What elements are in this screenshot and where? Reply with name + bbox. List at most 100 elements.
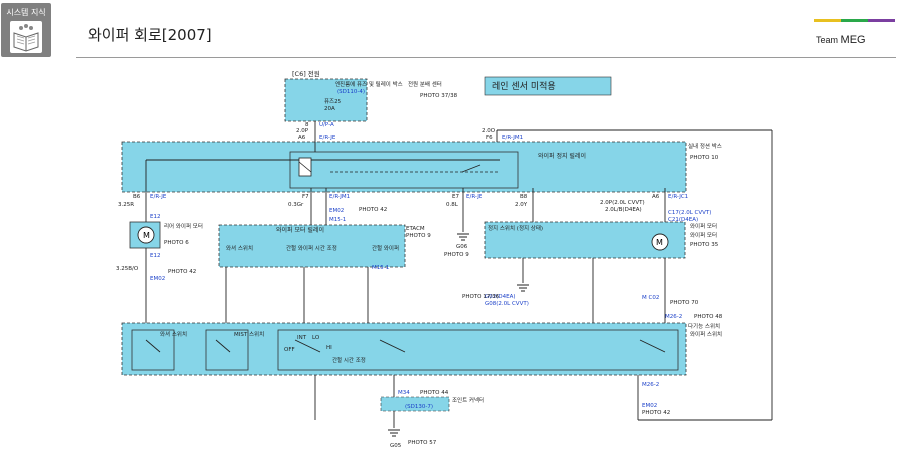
- conn-e12b: E12: [150, 253, 160, 259]
- wire-325r: 3.25R: [118, 202, 134, 208]
- joint-connector-label: 조인트 커넥터: [452, 396, 484, 404]
- page-title: 와이퍼 회로[2007]: [88, 26, 212, 44]
- wiring: [145, 121, 773, 428]
- accent-bar-green: [841, 19, 868, 22]
- ground-g02: G02(D4EA): [485, 294, 516, 300]
- etacm-col2: 간헐 와이퍼 시간 조정: [286, 244, 337, 252]
- conn-e12: E12: [150, 214, 160, 220]
- wire-03gr: 0.3Gr: [288, 202, 304, 208]
- conn-m02: M C02: [642, 295, 659, 301]
- rain-sensor-note-box: [484, 76, 612, 96]
- ground-g05-photo: PHOTO 57: [408, 440, 437, 446]
- pin-f7: F7: [302, 194, 309, 200]
- etacm-label: ETACM: [406, 226, 425, 232]
- front-stop-switch: 정지 스위치 (정지 상태): [488, 224, 543, 232]
- rear-motor-photo: PHOTO 6: [164, 240, 189, 246]
- conn-m26-photo: PHOTO 48: [694, 314, 723, 320]
- wire-e-r-je2: E/R-JE: [150, 194, 167, 200]
- conn-em02: EM02: [150, 276, 165, 282]
- logo-badge: 시스템 지식: [1, 3, 51, 57]
- etacm-box: [218, 224, 406, 268]
- term-a6: A6: [298, 135, 306, 141]
- conn-em02b-photo: PHOTO 42: [359, 207, 387, 213]
- svg-text:M: M: [656, 238, 663, 247]
- wiper-switch-inner: [277, 329, 679, 371]
- switch-lo: LO: [312, 335, 320, 341]
- pin-e7: E7: [452, 194, 459, 200]
- fuse-box-caption: [C6] 전원: [292, 69, 320, 78]
- front-motor-photo: PHOTO 35: [690, 242, 719, 248]
- conn-em02b: EM02: [329, 208, 344, 214]
- conn-em02c: EM02: [642, 403, 657, 409]
- relay-inner: [289, 151, 519, 189]
- fuse-ref: (SD110-4): [337, 89, 365, 95]
- relay-label: 와이퍼 정지 릴레이: [538, 152, 586, 160]
- front-motor-label: 와이퍼 모터: [690, 222, 717, 230]
- conn-em02-photo: PHOTO 42: [168, 269, 196, 275]
- pin-b8: B8: [520, 194, 528, 200]
- ground-g06-photo: PHOTO 9: [444, 252, 469, 258]
- etacm-title: 와이퍼 모터 릴레이: [276, 226, 324, 234]
- wire-u-p-a: U/P-A: [319, 122, 334, 128]
- conn-em02c-photo: PHOTO 42: [642, 410, 670, 416]
- pin-b6: B6: [133, 194, 141, 200]
- switch-hi: HI: [326, 345, 332, 351]
- junction-label: 실내 정션 박스: [688, 142, 722, 150]
- header-divider: [76, 57, 896, 58]
- ground-g06: G06: [456, 244, 468, 250]
- ground-g05: G05: [390, 443, 402, 449]
- conn-m34: M34: [398, 390, 410, 396]
- conn-m15-1: M15-1: [329, 217, 346, 223]
- team-name: MEG: [840, 34, 866, 46]
- team-label: Team MEG: [816, 34, 866, 46]
- washer-switch-label: 와셔 스위치: [160, 330, 187, 338]
- washer-switch-inner: [131, 329, 175, 371]
- rear-motor-icon: [137, 226, 155, 244]
- conn-m02-photo: PHOTO 70: [670, 300, 699, 306]
- fuse-amp: 20A: [324, 106, 335, 112]
- rear-motor-label: 리어 와이퍼 모터: [164, 222, 203, 230]
- conn-m26-2b: M26-2: [642, 382, 659, 388]
- wire-e-r-je: E/R-JE: [319, 135, 336, 141]
- pin-a6: A6: [652, 194, 660, 200]
- ground-g08: G08(2.0L CVVT): [485, 301, 529, 307]
- conn-m34-photo: PHOTO 44: [420, 390, 449, 396]
- fuse-sub: 전원 분배 센터: [408, 80, 442, 88]
- fuse-header: 엔진룸에 퓨즈 및 릴레이 박스: [335, 80, 403, 88]
- multifunction-switch-label: 다기능 스위치: [688, 322, 720, 330]
- wire-08l: 0.8L: [446, 202, 459, 208]
- switch-off: OFF: [284, 347, 295, 353]
- mist-switch-label: MIST 스위치: [234, 330, 264, 338]
- etacm-col1: 와셔 스위치: [226, 244, 253, 252]
- wire-20y: 2.0Y: [515, 202, 528, 208]
- rain-sensor-note: 레인 센서 미적용: [492, 80, 556, 92]
- joint-ref: (SD130-7): [405, 404, 433, 410]
- wire-325bo: 3.25B/O: [116, 266, 139, 272]
- front-motor-sub: 와이퍼 모터: [690, 231, 717, 239]
- conn-c17-cvvt: C17(2.0L CVVT): [668, 210, 711, 216]
- junction-photo: PHOTO 10: [690, 155, 719, 161]
- page-header: 시스템 지식 와이퍼 회로[2007] Team MEG: [0, 0, 905, 60]
- wiper-circuit-diagram: M M [C6] 전원 엔진룸에 퓨즈 및 릴레이 박스 전원 분배 센터 (S…: [116, 69, 773, 449]
- team-prefix: Team: [816, 35, 839, 45]
- joint-connector-box: [380, 396, 450, 412]
- junction-box: [121, 141, 687, 193]
- term-8: 8: [305, 122, 309, 128]
- fuse-name: 퓨즈25: [324, 98, 342, 105]
- relay-internals: [298, 157, 500, 177]
- multifunction-switch-box: [121, 322, 687, 376]
- conn-m15-1b: M15-1: [372, 265, 389, 271]
- logo-label: 시스템 지식: [6, 8, 46, 17]
- fuse-box: [284, 78, 368, 122]
- svg-text:M: M: [143, 231, 150, 240]
- book-icon: [10, 21, 42, 53]
- conn-m26-2: M26-2: [665, 314, 682, 320]
- front-motor-box: [484, 221, 686, 259]
- ground-photo: PHOTO 17/36: [462, 294, 500, 300]
- front-motor-icon: [651, 233, 669, 251]
- wire-20l-d4ea: 2.0L/B(D4EA): [605, 207, 642, 213]
- wiper-switch-label: 와이퍼 스위치: [690, 330, 722, 338]
- fuse-photo: PHOTO 37/38: [420, 93, 458, 99]
- etacm-col3: 간헐 와이퍼: [372, 244, 399, 252]
- etacm-photo: PHOTO 9: [406, 233, 431, 239]
